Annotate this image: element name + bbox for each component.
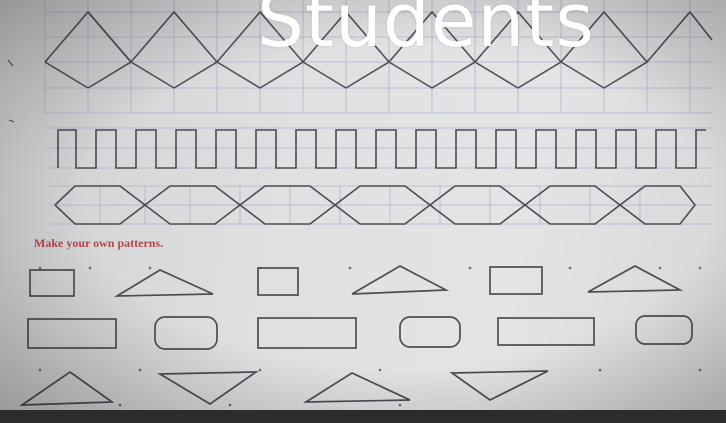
margin-marks (8, 60, 14, 122)
grid-bottom (50, 186, 712, 224)
grid-middle (50, 128, 712, 168)
shapes-row-3 (22, 371, 548, 405)
shapes-row-1 (30, 266, 680, 296)
dot-field (39, 267, 702, 407)
overlay-title: Students (257, 0, 595, 64)
square-wave-pattern (58, 130, 706, 168)
worksheet-instruction: Make your own patterns. (34, 236, 163, 251)
shapes-row-2 (28, 316, 692, 349)
bottom-band (0, 410, 726, 423)
